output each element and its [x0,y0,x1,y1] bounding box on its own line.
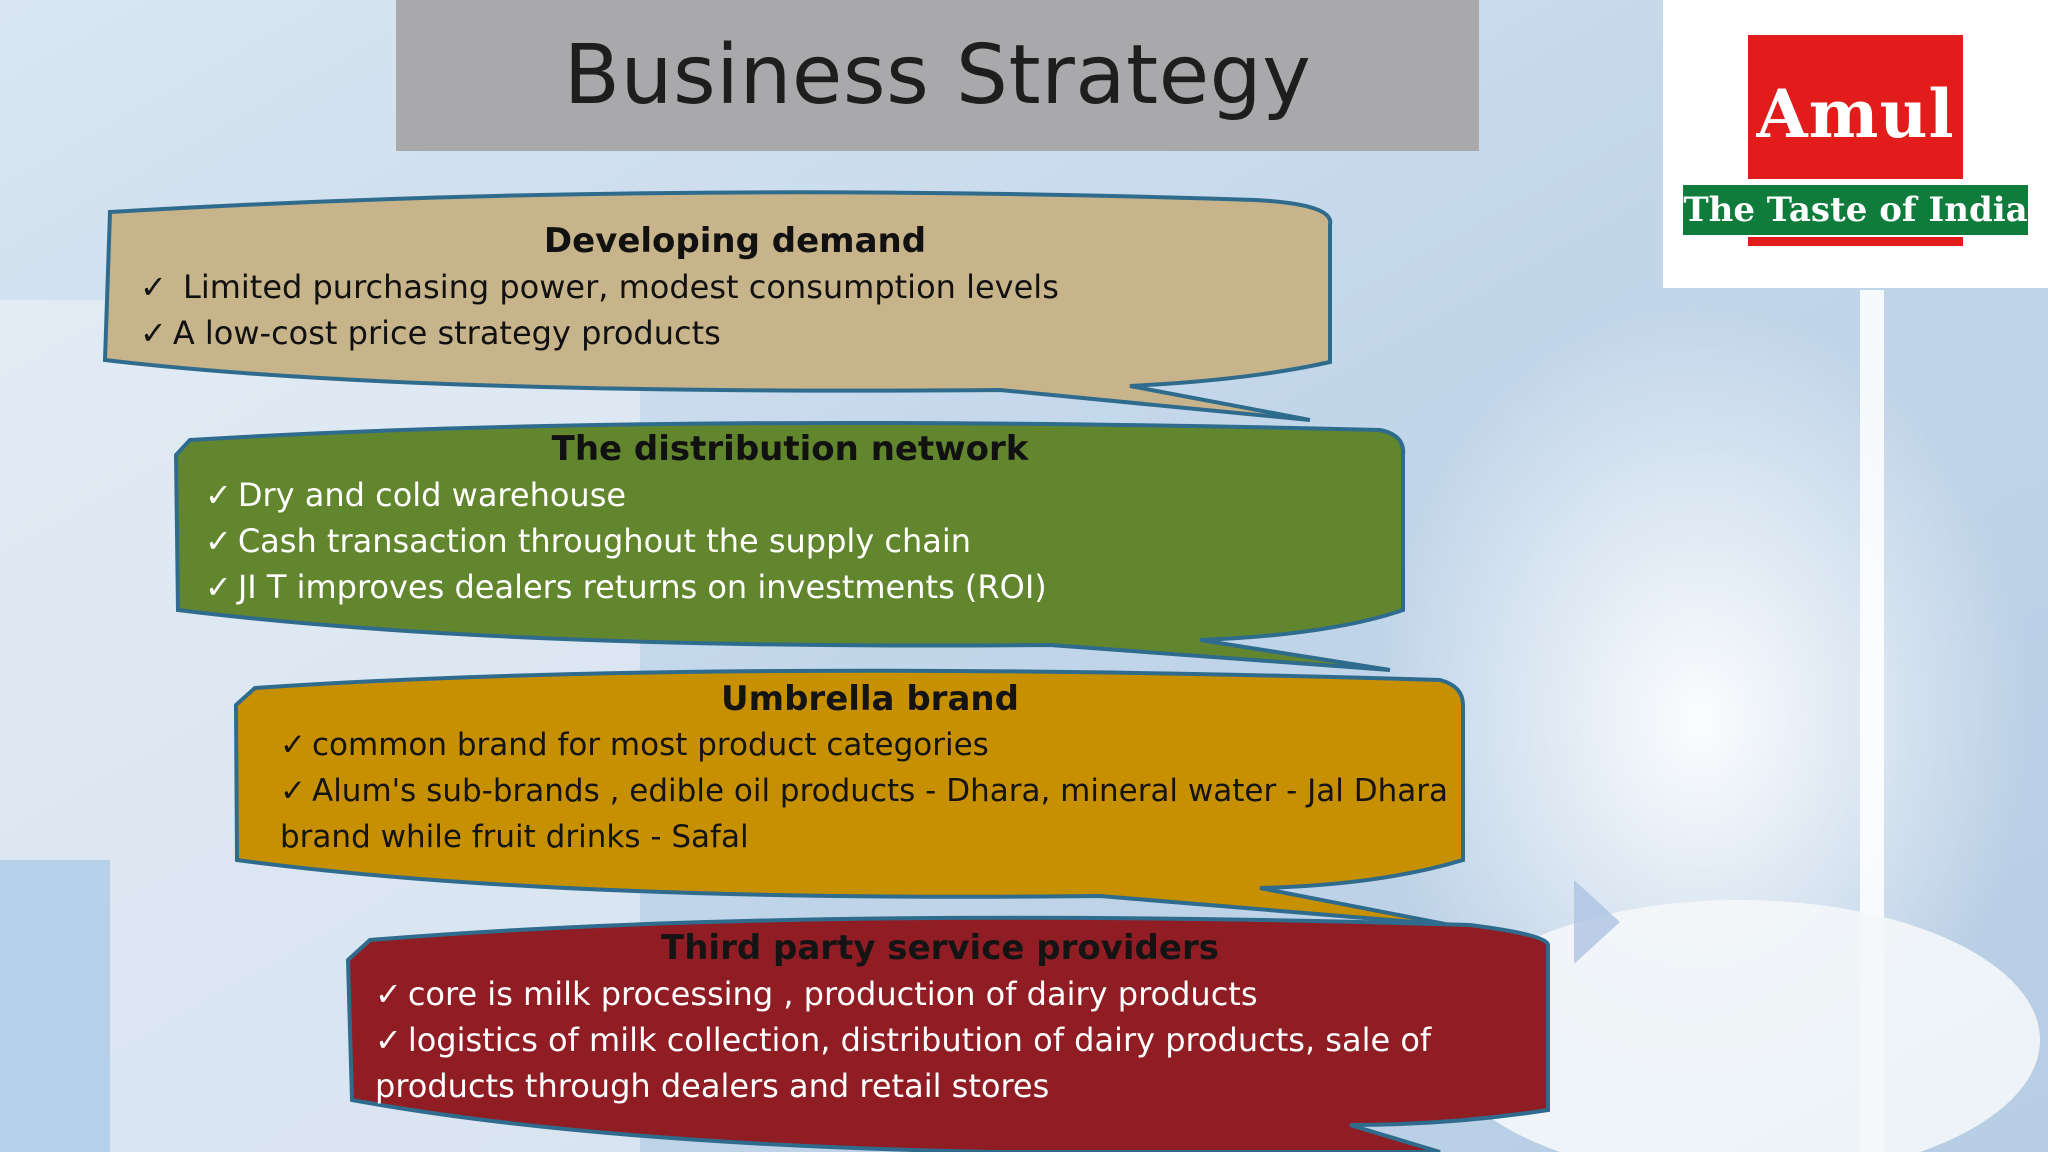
check-icon: ✓ [140,268,167,306]
amul-logo: Amul The Taste of India [1663,0,2048,288]
logo-underline [1748,237,1963,246]
bullet-text: Dry and cold warehouse [237,476,627,514]
callout-heading: Third party service providers [661,928,1219,968]
logo-red-panel: Amul [1748,35,1963,179]
callout-third-party-providers: Third party service providers ✓core is m… [375,925,1505,1109]
bullet-item: ✓logistics of milk collection, distribut… [375,1017,1505,1109]
bullet-item: ✓common brand for most product categorie… [280,722,1460,768]
bullet-text: core is milk processing , production of … [407,975,1258,1013]
bullet-text: Cash transaction throughout the supply c… [237,522,972,560]
check-icon: ✓ [205,568,232,606]
bullet-text: JI T improves dealers returns on investm… [237,568,1047,606]
bullet-text: common brand for most product categories [311,727,989,763]
slide-title: Business Strategy [563,28,1312,123]
bullet-text: logistics of milk collection, distributi… [375,1021,1432,1105]
bullet-item: ✓Dry and cold warehouse [205,472,1375,518]
check-icon: ✓ [205,476,232,514]
bullet-item: ✓Cash transaction throughout the supply … [205,518,1375,564]
bullet-text: A low-cost price strategy products [172,314,721,352]
bullet-item: ✓core is milk processing , production of… [375,971,1505,1017]
check-icon: ✓ [375,1021,402,1059]
bullet-item: ✓A low-cost price strategy products [140,310,1330,356]
title-bar: Business Strategy [396,0,1479,151]
logo-brand-text: Amul [1756,75,1955,153]
bullet-text: Alum's sub-brands , edible oil products … [280,773,1448,855]
callout-shape-distribution-network [173,420,1406,672]
check-icon: ✓ [140,314,167,352]
check-icon: ✓ [280,773,306,809]
callout-heading: The distribution network [551,429,1029,469]
bullet-list: ✓Dry and cold warehouse ✓Cash transactio… [205,472,1375,610]
callout-shape-developing-demand [102,190,1333,422]
callout-heading: Developing demand [543,221,927,261]
bullet-text: Limited purchasing power, modest consump… [172,268,1059,306]
callout-umbrella-brand: Umbrella brand ✓common brand for most pr… [280,676,1460,860]
logo-tagline-panel: The Taste of India [1683,185,2028,235]
bullet-item: ✓Alum's sub-brands , edible oil products… [280,768,1460,860]
bullet-list: ✓ Limited purchasing power, modest consu… [140,264,1330,356]
callout-distribution-network: The distribution network ✓Dry and cold w… [205,426,1375,610]
bullet-list: ✓common brand for most product categorie… [280,722,1460,860]
bullet-list: ✓core is milk processing , production of… [375,971,1505,1109]
callout-developing-demand: Developing demand ✓ Limited purchasing p… [140,218,1330,356]
next-slide-arrow-icon[interactable] [1574,880,1620,964]
bullet-item: ✓ Limited purchasing power, modest consu… [140,264,1330,310]
logo-tagline-text: The Taste of India [1683,190,2028,230]
check-icon: ✓ [375,975,402,1013]
callout-shape-third-party [345,915,1550,1152]
bullet-item: ✓JI T improves dealers returns on invest… [205,564,1375,610]
check-icon: ✓ [205,522,232,560]
check-icon: ✓ [280,727,306,763]
callout-heading: Umbrella brand [721,679,1019,719]
callout-shape-umbrella-brand [233,668,1465,927]
